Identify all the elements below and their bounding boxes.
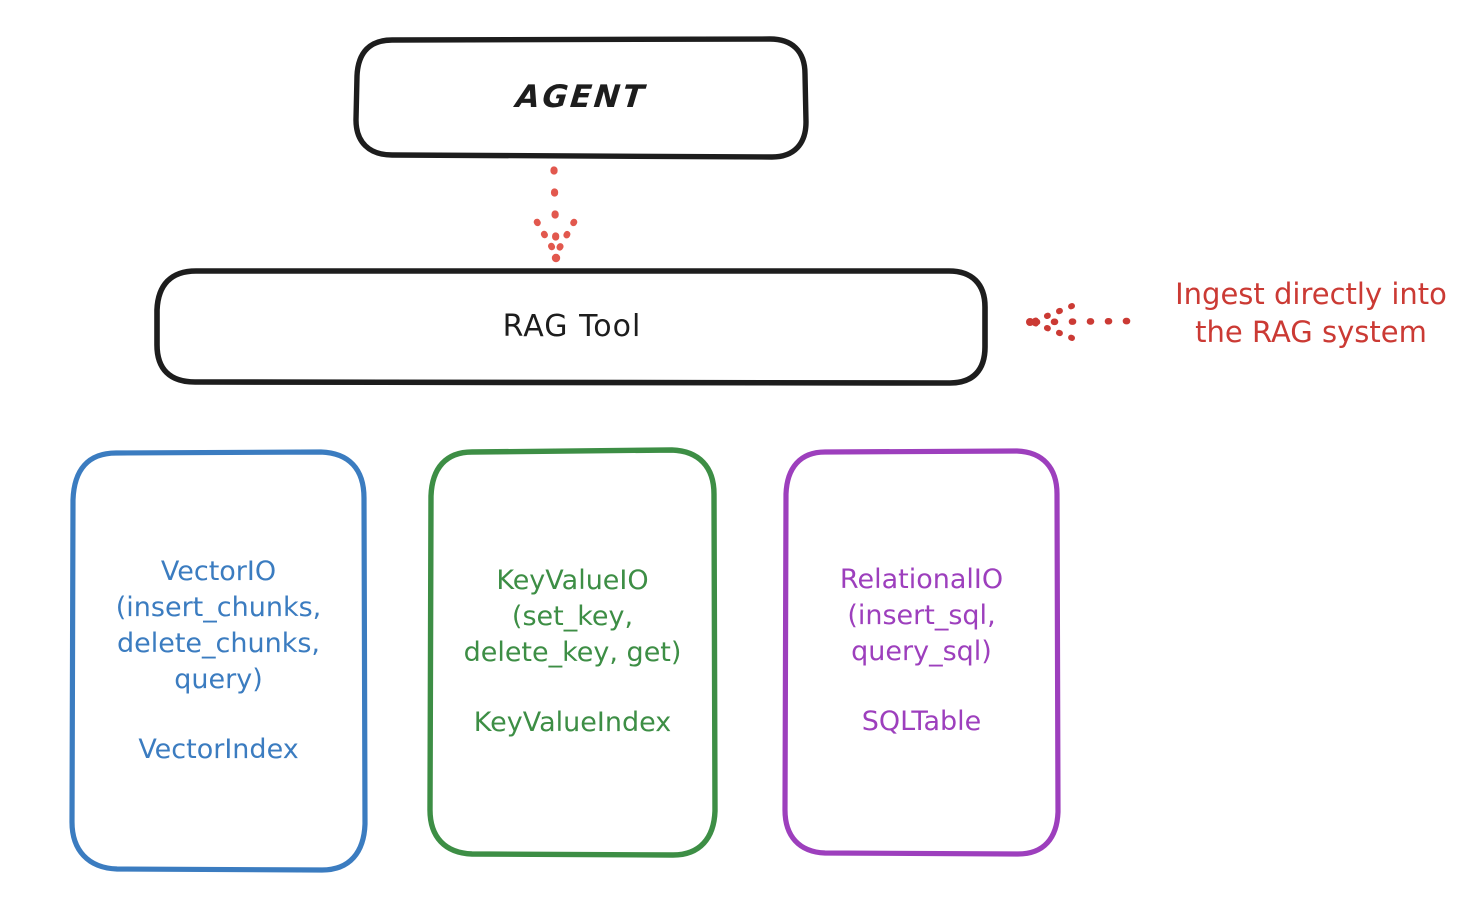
ingest-annotation-text: Ingest directly into the RAG system (1175, 277, 1447, 350)
keyvalue-io-node[interactable]: KeyValueIO (set_key, delete_key, get) Ke… (430, 449, 715, 855)
vector-io-title: VectorIO (insert_chunks, delete_chunks, … (115, 556, 322, 695)
rag-tool-label: RAG Tool (502, 309, 642, 344)
keyvalue-index-label: KeyValueIndex (473, 706, 672, 738)
agent-label: AGENT (513, 79, 648, 115)
ingest-annotation-arrow-icon (1026, 303, 1136, 341)
agent-box-outline (353, 36, 809, 160)
keyvalue-io-title: KeyValueIO (set_key, delete_key, get) (463, 565, 682, 668)
rag-tool-box-outline (154, 268, 988, 386)
agent-node[interactable]: AGENT (356, 38, 806, 156)
vector-box-outline (69, 449, 368, 873)
relational-io-title: RelationalIO (insert_sql, query_sql) (839, 564, 1004, 667)
vector-io-node[interactable]: VectorIO (insert_chunks, delete_chunks, … (72, 452, 365, 870)
agent-to-rag-connector-icon (533, 166, 578, 263)
relational-box-outline (782, 448, 1061, 857)
sql-table-label: SQLTable (861, 705, 982, 737)
keyvalue-box-outline (427, 447, 718, 858)
rag-tool-node[interactable]: RAG Tool (157, 270, 987, 383)
vector-index-label: VectorIndex (138, 733, 299, 765)
relational-io-node[interactable]: RelationalIO (insert_sql, query_sql) SQL… (785, 449, 1058, 853)
